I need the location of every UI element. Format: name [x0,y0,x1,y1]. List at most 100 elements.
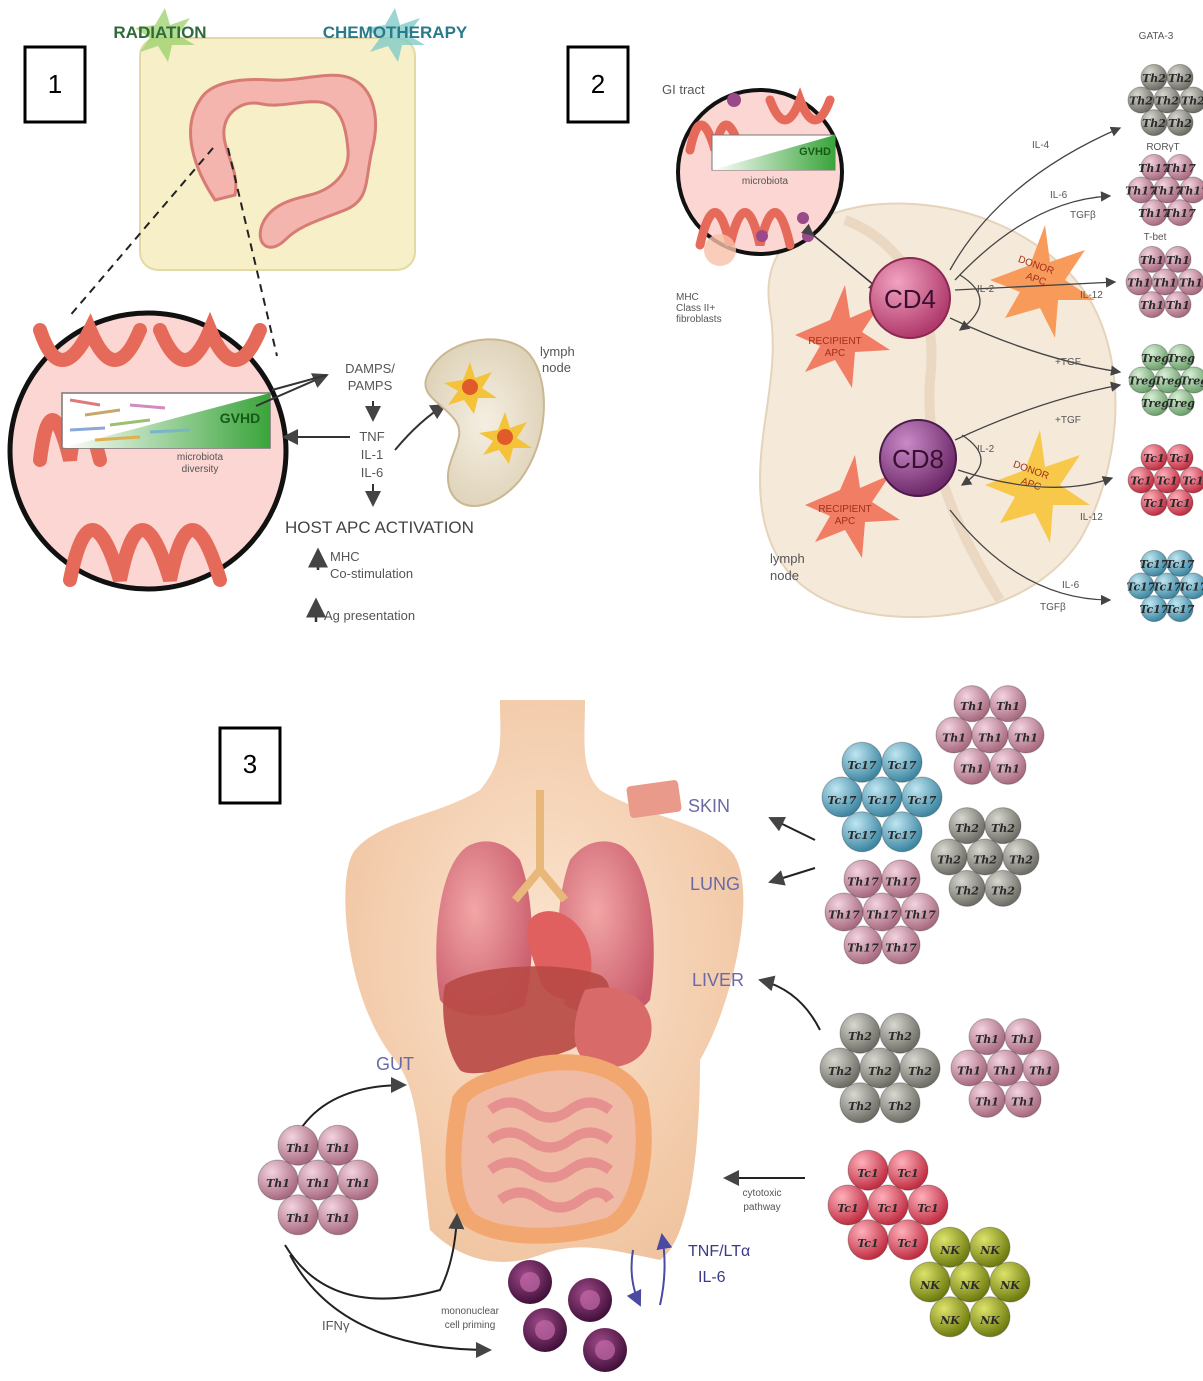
th1-cell-label: Th1 [960,700,984,713]
nk-cell-label: NK [979,1314,1000,1327]
tc1-cell-label: Tc1 [1143,452,1164,465]
svg-text:diversity: diversity [182,464,219,475]
chemotherapy-label: CHEMOTHERAPY [323,23,468,42]
treg-cell-label: Treg [1141,397,1169,410]
th1-cell-label: Th1 [1166,299,1190,312]
panel3-th17-cluster: Th17Th17Th17Th17Th17Th17Th17 [825,860,939,964]
th17-cell-label: Th17 [904,909,936,922]
mononuclear-label: mononuclear [441,1306,499,1317]
th2-cell-label: Th2 [888,1100,912,1113]
svg-text:Class II+: Class II+ [676,303,715,314]
th2-cell-label: Th2 [1142,72,1166,85]
nk-cell-label: NK [939,1314,960,1327]
th2-cell-label: Th2 [1168,117,1192,130]
th17-cell-label: Th17 [885,876,917,889]
tc1-cell-label: Tc1 [1169,497,1190,510]
th2-cell-label: Th2 [828,1065,852,1078]
il2-label-a: IL-2 [977,284,995,295]
tc17-cell-label: Tc17 [848,829,877,842]
th2-cell-label: Th2 [955,885,979,898]
svg-text:cell priming: cell priming [445,1320,496,1331]
p2-gvhd-label: GVHD [799,146,831,158]
tc17-cell-label: Tc17 [1166,603,1195,616]
svg-text:PAMPS: PAMPS [348,378,393,393]
panel-label-3: 3 [220,728,280,803]
panel2-th2-cluster: Th2Th2Th2Th2Th2Th2Th2 [1128,64,1203,135]
cytotoxic-label: cytotoxic [743,1188,782,1199]
svg-text:CD8: CD8 [892,444,944,474]
tc1-cell-label: Tc1 [877,1202,898,1215]
treg-cell-label: Treg [1167,352,1195,365]
cd4-cell: CD4 [870,258,950,338]
th2-cell-label: Th2 [908,1065,932,1078]
tc17-cell-label: Tc17 [1127,581,1156,594]
tc17-cell-label: Tc17 [828,794,857,807]
lymph-node-label: lymph [540,344,575,359]
panel2-th17-cluster: Th17Th17Th17Th17Th17Th17Th17 [1125,154,1203,225]
th1-cell-label: Th1 [1014,731,1038,744]
svg-text:fibroblasts: fibroblasts [676,314,722,325]
p2-lymph-node-label: lymph [770,551,805,566]
tc1-cell-label: Tc1 [1182,475,1203,488]
svg-text:1: 1 [48,69,62,99]
p3-il6-label: IL-6 [698,1269,726,1286]
th17-cell-label: Th17 [866,909,898,922]
tc1-cell-label: Tc1 [1143,497,1164,510]
th1-cell-label: Th1 [960,763,984,776]
tc17-cell-label: Tc17 [1140,603,1169,616]
treg-cell-label: Treg [1141,352,1169,365]
th2-cell-label: Th2 [1181,95,1203,108]
lung-label: LUNG [690,874,740,894]
tnf-lta-label: TNF/LTα [688,1243,750,1260]
il4-label: IL-4 [1032,140,1050,151]
tgf-label-a: +TGF [1055,357,1081,368]
rorgt-label: RORγT [1146,142,1179,153]
th2-cell-label: Th2 [1009,853,1033,866]
tc1-cell-label: Tc1 [917,1202,938,1215]
svg-text:APC: APC [825,348,846,359]
th1-cell-label: Th1 [1011,1096,1035,1109]
th1-cell-label: Th1 [996,700,1020,713]
th2-cell-label: Th2 [1168,72,1192,85]
nk-cell-label: NK [999,1279,1020,1292]
th1-cell-label: Th1 [975,1096,999,1109]
th2-cell-label: Th2 [848,1100,872,1113]
th2-cell-label: Th2 [1155,95,1179,108]
th1-cell-label: Th1 [286,1212,310,1225]
costim-label: Co-stimulation [330,566,413,581]
panel-label-2: 2 [568,47,628,122]
th17-cell-label: Th17 [847,876,879,889]
il12-label-a: IL-12 [1080,290,1103,301]
th1-cell-label: Th1 [266,1177,290,1190]
th17-cell-label: Th17 [1164,162,1196,175]
treg-cell-label: Treg [1128,375,1156,388]
th1-cell-label: Th1 [975,1033,999,1046]
th2-cell-label: Th2 [868,1065,892,1078]
th17-cell-label: Th17 [1164,207,1196,220]
p2-microbiota-label: microbiota [742,176,789,187]
th2-cell-label: Th2 [848,1030,872,1043]
nk-cell-label: NK [919,1279,940,1292]
th1-cell-label: Th1 [1140,299,1164,312]
th1-cell-label: Th1 [306,1177,330,1190]
tc1-cell-label: Tc1 [837,1202,858,1215]
damps-label: DAMPS/ [345,361,395,376]
th1-cell-label: Th1 [1140,254,1164,267]
skin-patch [626,780,682,819]
mhc-label: MHC [330,549,360,564]
panel-label-1: 1 [25,47,85,122]
tbet-label: T-bet [1144,232,1167,243]
th17-cell-label: Th17 [1177,185,1203,198]
tc17-cell-label: Tc17 [868,794,897,807]
th17-cell-label: Th17 [847,942,879,955]
il6-label-b: IL-6 [1062,580,1080,591]
svg-text:RECIPIENT: RECIPIENT [818,504,871,515]
gi-tract-label: GI tract [662,82,705,97]
tgfb-label-b: TGFβ [1040,602,1066,613]
th1-cell-label: Th1 [326,1212,350,1225]
tc17-cell-label: Tc17 [1153,581,1182,594]
